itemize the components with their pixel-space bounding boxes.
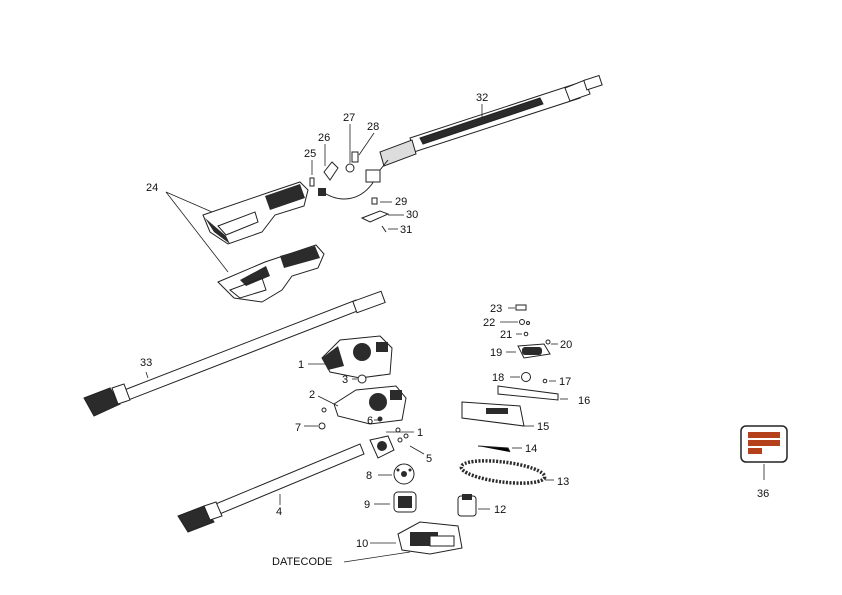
part-32-extension-pole — [379, 74, 603, 167]
leader-24b — [165, 191, 229, 273]
callout-14: 14 — [525, 443, 537, 455]
part-28-switch-wiring — [318, 151, 389, 200]
callout-17: 17 — [559, 376, 571, 388]
part-19-bar-cover — [517, 343, 551, 359]
callout-16: 16 — [578, 395, 590, 407]
part-4-power-head-pole — [177, 443, 365, 533]
part-6-bearing — [377, 416, 383, 422]
callout-21: 21 — [500, 329, 512, 341]
part-8-sprocket-detail — [396, 468, 412, 477]
callout-36: 36 — [757, 488, 769, 500]
part-12-oiler-cap — [457, 494, 477, 517]
part-9-gear-case — [393, 491, 417, 513]
callout-1b: 1 — [417, 427, 423, 439]
part-13-saw-chain — [459, 459, 547, 485]
callout-labels: 32 24 25 26 27 28 29 30 31 33 1 3 2 7 6 … — [140, 92, 769, 568]
callout-5: 5 — [426, 453, 432, 465]
leader-24a — [165, 191, 213, 213]
part-15-chain-guard — [461, 401, 525, 427]
part-7-nut-b — [321, 407, 327, 413]
part-25-screw — [309, 177, 315, 187]
callout-24: 24 — [146, 182, 158, 194]
part-21-spring — [523, 331, 529, 337]
part-2-housing-half — [333, 385, 407, 425]
callout-13: 13 — [557, 476, 569, 488]
part-18-washer — [521, 372, 531, 382]
part-17-rivet — [542, 378, 548, 384]
parts-29-31-hardware — [360, 197, 390, 233]
callout-28: 28 — [367, 121, 379, 133]
part-14-hex-key — [477, 445, 511, 453]
part-1-housing-half — [321, 335, 393, 379]
callout-12: 12 — [494, 504, 506, 516]
callout-1: 1 — [298, 359, 304, 371]
callout-30: 30 — [406, 209, 418, 221]
part-16-guide-bar — [497, 385, 559, 401]
callout-26: 26 — [318, 132, 330, 144]
callout-3: 3 — [342, 374, 348, 386]
callout-18: 18 — [492, 372, 504, 384]
callout-19: 19 — [490, 347, 502, 359]
part-23-bolt — [515, 304, 527, 311]
part-22-nut — [519, 319, 525, 325]
part-24-handle-upper — [202, 181, 309, 245]
callout-20: 20 — [560, 339, 572, 351]
callout-29: 29 — [395, 196, 407, 208]
part-7-nut — [318, 422, 326, 430]
callout-9: 9 — [364, 499, 370, 511]
callout-6: 6 — [367, 415, 373, 427]
callout-22: 22 — [483, 317, 495, 329]
callout-4: 4 — [276, 506, 282, 518]
callout-23: 23 — [490, 303, 502, 315]
part-27-spring — [345, 163, 355, 173]
part-3-washer — [357, 374, 367, 384]
part-22-nut-b — [526, 321, 530, 325]
part-26-trigger — [323, 161, 339, 181]
part-20-screw — [545, 339, 551, 345]
callout-2: 2 — [309, 389, 315, 401]
callout-10: 10 — [356, 538, 368, 550]
callout-25: 25 — [304, 148, 316, 160]
part-33-extension-pole — [83, 290, 386, 417]
callout-33: 33 — [140, 357, 152, 369]
callout-31: 31 — [400, 224, 412, 236]
callout-27: 27 — [343, 112, 355, 124]
callout-8: 8 — [366, 470, 372, 482]
battery-indicator-icon — [740, 425, 788, 480]
part-5-gear-assembly — [369, 427, 409, 459]
callout-15: 15 — [537, 421, 549, 433]
part-10-saw-head-housing — [397, 521, 463, 555]
callout-datecode: DATECODE — [272, 556, 332, 568]
leader-lines — [145, 124, 568, 563]
callout-32: 32 — [476, 92, 488, 104]
part-24-handle-lower — [217, 244, 325, 303]
callout-7: 7 — [295, 422, 301, 434]
